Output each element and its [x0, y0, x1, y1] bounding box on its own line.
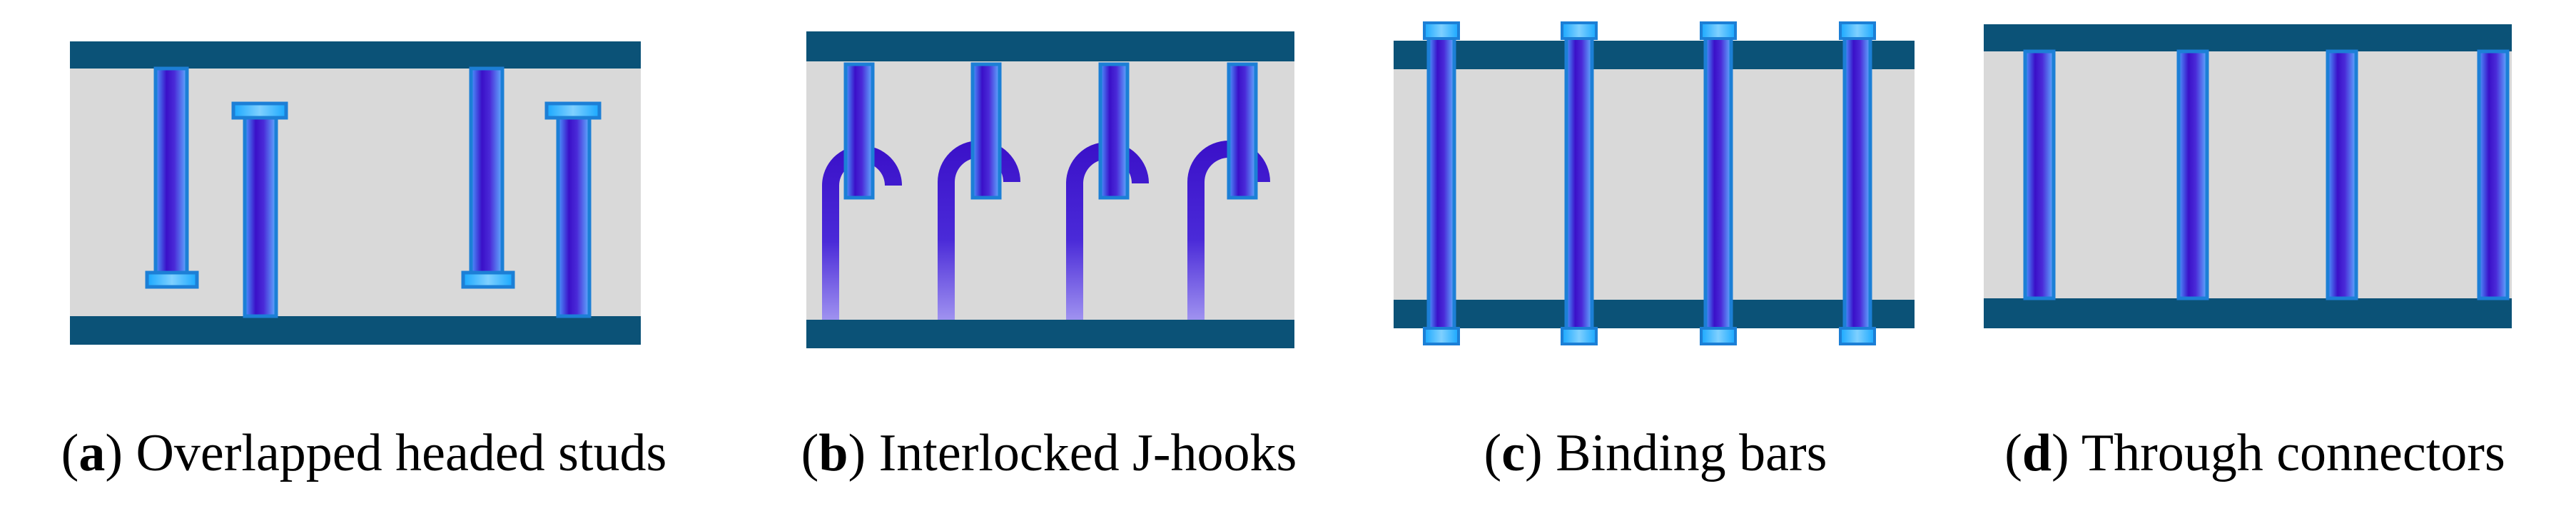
binding-bar [1423, 21, 1460, 345]
panel-d-diagram [1984, 24, 2512, 328]
caption-text: Binding bars [1542, 424, 1827, 482]
headed-stud-bottom [544, 101, 602, 318]
caption-c: (c) Binding bars [1484, 424, 1827, 482]
caption-text: Interlocked J-hooks [866, 424, 1297, 482]
caption-text: Through connectors [2069, 424, 2505, 482]
j-hook-top [1098, 62, 1130, 200]
core-layer [1984, 50, 2512, 300]
j-hook-top [970, 62, 1002, 200]
caption-text: Overlapped headed studs [122, 424, 667, 482]
j-hook-top [1227, 62, 1258, 200]
bottom-steel-plate [1394, 300, 1915, 328]
panel-a-diagram [70, 41, 641, 345]
headed-stud-top [461, 66, 515, 289]
caption-letter: c [1501, 424, 1526, 482]
through-connector [2326, 49, 2358, 300]
caption-d: (d) Through connectors [2004, 424, 2505, 482]
caption-b: (b) Interlocked J-hooks [801, 424, 1297, 482]
bottom-steel-plate [1984, 298, 2512, 328]
bottom-steel-plate [806, 320, 1294, 348]
through-connector [2023, 49, 2056, 300]
panel-b-diagram [806, 31, 1294, 348]
top-steel-plate [806, 31, 1294, 61]
j-hook-bottom [1187, 141, 1270, 320]
top-steel-plate [1394, 41, 1915, 69]
bottom-steel-plate [70, 316, 641, 345]
top-steel-plate [1984, 24, 2512, 51]
panel-c-diagram [1394, 21, 1915, 345]
through-connector [2176, 49, 2209, 300]
core-layer [806, 61, 1294, 321]
binding-bar [1700, 21, 1737, 345]
caption-letter: b [818, 424, 848, 482]
headed-stud-top [145, 66, 199, 289]
core-layer [1394, 68, 1915, 300]
j-hook-top [843, 62, 875, 200]
top-steel-plate [70, 41, 641, 69]
binding-bar [1561, 21, 1598, 345]
caption-letter: a [78, 424, 106, 482]
caption-a: (a) Overlapped headed studs [61, 424, 667, 482]
binding-bar [1839, 21, 1876, 345]
caption-letter: d [2022, 424, 2052, 482]
j-hook-bottom [938, 141, 1020, 320]
j-hook-bottom [822, 146, 902, 320]
j-hook-bottom [1066, 142, 1149, 320]
through-connector [2477, 49, 2510, 300]
headed-stud-bottom [231, 101, 288, 318]
